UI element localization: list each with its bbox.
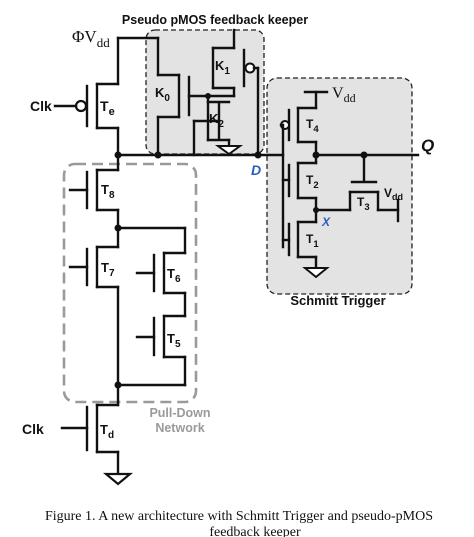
- td-label: Td: [100, 422, 114, 441]
- k1-label: K1: [215, 58, 230, 77]
- t1-label: T1: [306, 232, 319, 250]
- k2-label: K2: [209, 111, 224, 130]
- keeper-circuit: [156, 28, 260, 157]
- t5-transistor: [135, 314, 187, 387]
- t5-label: T5: [167, 331, 181, 350]
- schmitt-box: [266, 77, 413, 295]
- t6-label: T6: [167, 266, 181, 285]
- t8-transistor: [68, 168, 120, 212]
- t7-transistor: [68, 226, 120, 387]
- te-transistor: [53, 82, 120, 130]
- schmitt-title: Schmitt Trigger: [290, 293, 385, 308]
- t3-label: T3: [357, 195, 370, 213]
- te-label: Te: [100, 98, 115, 118]
- pulldown-box: [62, 162, 198, 404]
- caption-line2: feedback keeper: [209, 525, 301, 537]
- caption-line1: Figure 1. A new architecture with Schmit…: [45, 509, 433, 524]
- k0-label: K0: [155, 85, 170, 104]
- t4-label: T4: [306, 117, 319, 135]
- schmitt-circuit: [279, 90, 420, 279]
- node-x-label: X: [321, 215, 331, 229]
- node-d-label: D: [251, 162, 261, 178]
- td-transistor: [60, 403, 134, 486]
- t6-transistor: [135, 226, 187, 295]
- clk-label-top: Clk: [30, 98, 52, 114]
- vdd-top-label: Vdd: [332, 85, 356, 105]
- keeper-title: Pseudo pMOS feedback keeper: [122, 13, 308, 27]
- t8-label: T8: [101, 182, 115, 201]
- pulldown-label-line2: Network: [155, 421, 204, 435]
- vdd-t3-label: Vdd: [384, 186, 403, 202]
- ground-symbol: [102, 472, 134, 486]
- t2-label: T2: [306, 173, 319, 191]
- t7-label: T7: [101, 260, 115, 279]
- supply-clk-label: ΦVdd: [72, 27, 110, 50]
- pulldown-label-line1: Pull-Down: [149, 406, 210, 420]
- node-q-label: Q: [421, 136, 434, 155]
- clk-label-bottom: Clk: [22, 421, 44, 437]
